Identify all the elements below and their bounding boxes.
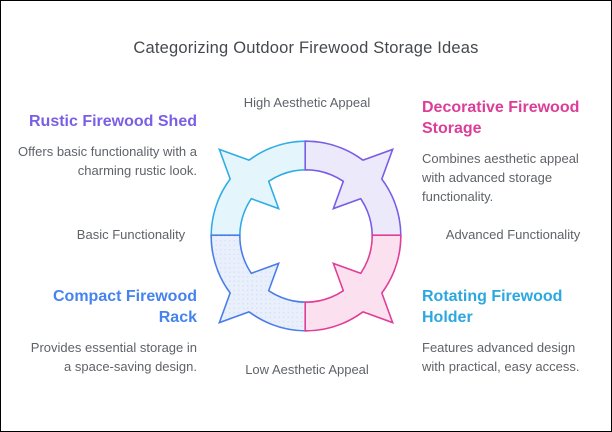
category-title: Rotating Firewood Holder [422, 288, 563, 326]
cycle-quadrant-shape [306, 236, 400, 330]
cycle-quadrant-shape [334, 150, 392, 208]
category-description: Offers basic functionality with a charmi… [18, 144, 197, 178]
category-rustic-firewood-shed: Rustic Firewood Shed Offers basic functi… [17, 111, 197, 180]
axis-label-low-aesthetic: Low Aesthetic Appeal [245, 362, 369, 377]
cycle-quadrant-shape [212, 142, 306, 236]
cycle-quadrant-shape [306, 142, 400, 236]
category-description: Features advanced design with practical,… [422, 340, 580, 374]
axis-label-advanced-functionality: Advanced Functionality [445, 227, 581, 242]
axis-label-high-aesthetic: High Aesthetic Appeal [243, 95, 371, 110]
category-title: Decorative Firewood Storage [422, 99, 580, 137]
cycle-quadrant-shape [220, 264, 278, 322]
cycle-quadrant-shape [220, 150, 278, 208]
cycle-quadrant-shape [212, 236, 306, 330]
category-rotating-firewood-holder: Rotating Firewood Holder Features advanc… [422, 286, 594, 376]
cycle-quadrant-shape [334, 264, 392, 322]
category-compact-firewood-rack: Compact Firewood Rack Provides essential… [22, 286, 197, 376]
category-decorative-firewood-storage: Decorative Firewood Storage Combines aes… [422, 97, 594, 206]
category-description: Provides essential storage in a space-sa… [30, 340, 197, 374]
category-description: Combines aesthetic appeal with advanced … [422, 151, 579, 204]
category-title: Compact Firewood Rack [52, 288, 197, 326]
cycle-diagram [210, 140, 402, 332]
category-title: Rustic Firewood Shed [28, 113, 197, 130]
axis-label-basic-functionality: Basic Functionality [76, 227, 186, 242]
page-title: Categorizing Outdoor Firewood Storage Id… [133, 39, 479, 57]
